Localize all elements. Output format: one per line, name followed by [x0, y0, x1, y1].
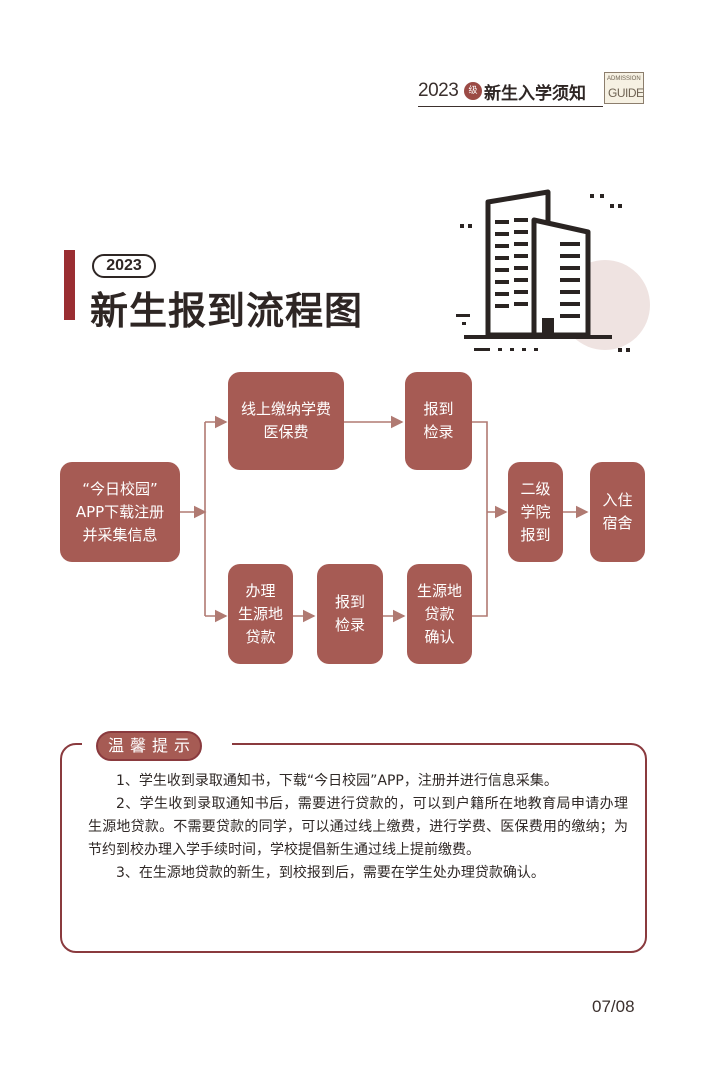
step-online-payment-line2: 医保费 [263, 423, 309, 441]
step-loan-apply-line3: 贷款 [245, 627, 276, 646]
step-college-report-line3: 报到 [520, 525, 551, 544]
step-online-payment-line1: 线上缴纳学费 [240, 400, 331, 418]
step-move-in-dorm-line1: 入住 [602, 491, 633, 509]
tip-item-1: 1、学生收到录取通知书，下载“今日校园”APP，注册并进行信息采集。 [116, 773, 558, 789]
header-badge: 级 [464, 82, 482, 100]
step-app-register-line2: APP下载注册 [75, 502, 165, 521]
flowchart: “今日校园” APP下载注册 并采集信息 线上缴纳学费 医保费 报到 检录 办理… [0, 360, 720, 680]
page-title: 新生报到流程图 [90, 289, 364, 333]
door [542, 318, 554, 335]
header-underline [418, 106, 603, 107]
tips-box [60, 743, 647, 953]
step-loan-apply: 办理 生源地 贷款 [228, 564, 293, 664]
title-year-pill: 2023 [92, 254, 156, 278]
header-year: 2023 [418, 80, 459, 101]
step-check-in-top-line2: 检录 [423, 423, 454, 441]
step-check-in-top-line1: 报到 [423, 400, 454, 418]
step-college-report-line2: 学院 [520, 502, 551, 521]
building-short-windows [560, 242, 580, 318]
building-tall-windows [495, 218, 528, 308]
step-loan-apply-line2: 生源地 [237, 604, 283, 623]
step-check-in-bottom: 报到 检录 [317, 564, 383, 664]
step-check-in-top: 报到 检录 [405, 372, 472, 470]
step-college-report-line1: 二级 [520, 479, 551, 498]
step-loan-confirm-line2: 贷款 [424, 604, 455, 623]
guide-logo-small: ADMISSION [607, 76, 641, 82]
page-number: 07/08 [592, 997, 635, 1016]
step-loan-apply-line1: 办理 [245, 581, 276, 600]
step-online-payment: 线上缴纳学费 医保费 [228, 372, 344, 470]
step-app-register: “今日校园” APP下载注册 并采集信息 [60, 462, 180, 562]
tip-item-3: 3、在生源地贷款的新生，到校报到后，需要在学生处办理贷款确认。 [116, 865, 545, 881]
building-illustration [456, 189, 650, 352]
tip-item-2: 2、学生收到录取通知书后，需要进行贷款的，可以到户籍所在地教育局申请办理生源地贷… [88, 796, 628, 858]
step-move-in-dorm-line2: 宿舍 [602, 514, 633, 532]
step-loan-confirm-line3: 确认 [424, 627, 455, 646]
step-loan-confirm: 生源地 贷款 确认 [407, 564, 472, 664]
tips-label: 温馨提示 [96, 731, 202, 761]
step-move-in-dorm: 入住 宿舍 [590, 462, 645, 562]
guide-logo-big: GUIDE [608, 86, 644, 100]
step-loan-confirm-line1: 生源地 [416, 581, 462, 600]
step-check-in-bottom-line1: 报到 [334, 593, 365, 611]
step-app-register-line1: “今日校园” [82, 479, 158, 498]
page-header: 2023 级 新生入学须知 ADMISSION GUIDE [418, 72, 644, 108]
decor-dots [456, 194, 630, 352]
step-check-in-bottom-line2: 检录 [334, 616, 365, 634]
header-title: 新生入学须知 [484, 84, 586, 104]
guide-logo: ADMISSION GUIDE [604, 72, 644, 104]
title-accent-bar [64, 250, 75, 320]
step-college-report: 二级 学院 报到 [508, 462, 563, 562]
step-app-register-line3: 并采集信息 [82, 525, 158, 544]
tips-text: 1、学生收到录取通知书，下载“今日校园”APP，注册并进行信息采集。 2、学生收… [88, 770, 628, 885]
flow-connectors [180, 415, 589, 623]
